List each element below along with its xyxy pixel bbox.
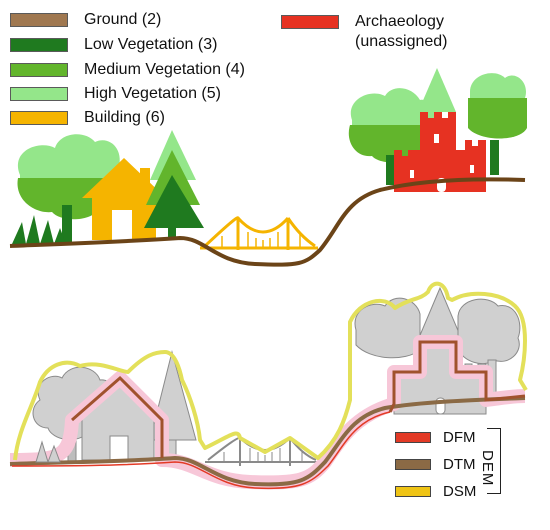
legend-label-medium-vegetation: Medium Vegetation (4) bbox=[84, 61, 245, 78]
archaeology-castle bbox=[394, 112, 486, 192]
legend-item-ground: Ground (2) bbox=[10, 10, 161, 30]
legend-label-high-vegetation: High Vegetation (5) bbox=[84, 85, 221, 102]
legend-label-archaeology: Archaeology (unassigned) bbox=[355, 13, 448, 50]
dem-swatch-dtm bbox=[395, 458, 431, 470]
dfm-building-outline bbox=[71, 375, 164, 458]
dem-item-dsm: DSM bbox=[395, 482, 477, 500]
dfm-line bbox=[11, 411, 391, 490]
legend-label-low-vegetation: Low Vegetation (3) bbox=[84, 36, 218, 53]
dem-swatch-dfm bbox=[395, 431, 431, 443]
dem-bracket bbox=[487, 428, 501, 494]
legend-item-low-vegetation: Low Vegetation (3) bbox=[10, 35, 217, 55]
legend-label-building: Building (6) bbox=[84, 109, 165, 126]
dem-title: DEM bbox=[479, 450, 496, 487]
tree-conifer-top bbox=[144, 130, 204, 240]
ground-line-top bbox=[9, 177, 526, 267]
bottom-scene bbox=[9, 281, 528, 490]
tree-conifer-castle bbox=[418, 68, 456, 112]
dsm-line bbox=[13, 281, 528, 461]
dem-swatch-dsm bbox=[395, 485, 431, 497]
legend-item-high-vegetation: High Vegetation (5) bbox=[10, 84, 221, 104]
legend-label-ground: Ground (2) bbox=[84, 11, 162, 28]
top-scene bbox=[9, 68, 527, 267]
legend-swatch-ground bbox=[10, 13, 68, 27]
low-vegetation-bush bbox=[12, 215, 66, 244]
legend-swatch-low-vegetation bbox=[10, 38, 68, 52]
legend-swatch-archaeology bbox=[281, 15, 339, 29]
legend-swatch-building bbox=[10, 111, 68, 125]
dem-label-dtm: DTM bbox=[443, 455, 476, 473]
legend-item-building: Building (6) bbox=[10, 108, 165, 128]
dem-label-dsm: DSM bbox=[443, 482, 477, 500]
dem-item-dfm: DFM bbox=[395, 428, 476, 446]
legend-swatch-high-vegetation bbox=[10, 87, 68, 101]
dtm-line bbox=[9, 396, 526, 487]
bridge-top bbox=[200, 216, 318, 250]
legend-swatch-medium-vegetation bbox=[10, 63, 68, 77]
building-house bbox=[82, 158, 166, 240]
tree-right-far bbox=[468, 73, 527, 175]
legend-item-medium-vegetation: Medium Vegetation (4) bbox=[10, 60, 245, 80]
dfm-castle-outline bbox=[388, 340, 526, 413]
dem-label-dfm: DFM bbox=[443, 428, 476, 446]
grey-bush bbox=[35, 440, 61, 463]
dem-item-dtm: DTM bbox=[395, 455, 476, 473]
legend-item-archaeology: Archaeology (unassigned) bbox=[281, 12, 525, 54]
